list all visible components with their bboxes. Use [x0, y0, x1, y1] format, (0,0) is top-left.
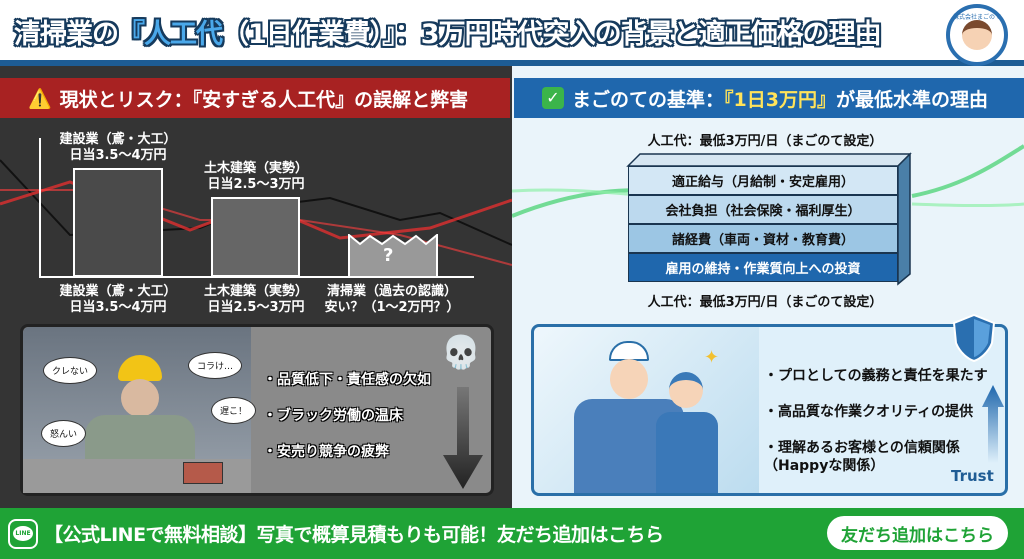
trust-illustration-panel: ✦ ・プロとしての義務と責任を果たす ・高品質な作業クオリティの提供 ・理解ある… — [531, 313, 1008, 496]
stack-label-top: 人工代：最低3万円/日（まごのて設定） — [647, 134, 883, 149]
skull-icon: 💀 — [441, 333, 481, 371]
title-bar: 清掃業の『人工代（1日作業費）』：3万円時代突入の背景と適正価格の理由 — [0, 0, 1024, 60]
speech-bubble: 怒んい — [41, 420, 87, 447]
bar-construction — [73, 168, 163, 277]
risk-bullet: ・品質低下・責任感の欠如 — [263, 372, 431, 388]
toolbox-icon — [183, 462, 223, 484]
up-arrow-icon — [982, 385, 1004, 463]
trust-label: Trust — [951, 467, 994, 485]
risk-illustration-panel: クレない コラけ… 遅こ！ 怒んい ・品質低下・責任感の欠如 ・ブラック労働の温… — [20, 324, 494, 496]
bar-cleaning — [348, 234, 438, 278]
sparkle-icon: ✦ — [704, 347, 720, 368]
check-icon: ✓ — [542, 87, 564, 109]
bar-label-civil: 土木建築（実勢）日当2.5〜3万円 — [203, 284, 308, 315]
right-section-heading: ✓まごのての基準：『1日3万円』が最低水準の理由 — [514, 78, 1024, 118]
risk-bullet: ・ブラック労働の温床 — [263, 408, 403, 424]
footer-text: 【公式LINEで無料相談】写真で概算見積もりも可能！友だち追加はこちら — [44, 524, 664, 546]
company-logo: 株式会社まごのて — [946, 4, 1008, 66]
line-cta-banner[interactable]: LINE 【公式LINEで無料相談】写真で概算見積もりも可能！友だち追加はこちら… — [0, 508, 1024, 559]
helmet-icon — [118, 355, 162, 381]
trust-bullet: （Happyな関係） — [764, 458, 885, 474]
trust-bullet: ・理解あるお客様との信頼関係 — [764, 440, 960, 456]
stack-layer-company-burden: 会社負担（社会保険・福利厚生） — [628, 195, 898, 224]
y-axis — [39, 138, 41, 278]
speech-bubble: クレない — [43, 357, 98, 384]
bar-label-cleaning: 清掃業（過去の認識）安い？（1〜2万円？） — [324, 284, 460, 315]
page-title: 清掃業の『人工代（1日作業費）』：3万円時代突入の背景と適正価格の理由 — [14, 19, 882, 50]
cap-icon — [609, 341, 649, 361]
trust-bullet: ・プロとしての義務と責任を果たす — [764, 368, 988, 384]
left-section-heading: ⚠️現状とリスク：『安すぎる人工代』の誤解と弊害 — [0, 78, 510, 118]
worried-worker-illustration: クレない コラけ… 遅こ！ 怒んい — [23, 327, 257, 493]
down-arrow-icon — [443, 387, 483, 489]
question-mark: ? — [383, 245, 394, 266]
stack-layer-expenses: 諸経費（車両・資材・教育費） — [628, 224, 898, 253]
bar-label-top-civil: 土木建築（実勢）日当2.5〜3万円 — [203, 161, 308, 192]
stack-layer-salary: 適正給与（月給制・安定雇用） — [628, 166, 898, 195]
line-icon: LINE — [8, 518, 38, 549]
stack-3d-frame — [626, 152, 912, 286]
trust-bullet: ・高品質な作業クオリティの提供 — [764, 404, 974, 420]
stack-layer-investment: 雇用の維持・作業質向上への投資 — [628, 253, 898, 282]
staff-illustration: ✦ — [534, 327, 759, 493]
speech-bubble: コラけ… — [188, 352, 243, 379]
mascot-icon — [962, 20, 992, 50]
bar-label-top-construction: 建設業（鳶・大工）日当3.5〜4万円 — [59, 132, 177, 163]
add-friend-button[interactable]: 友だち追加はこちら — [827, 516, 1008, 550]
divider — [0, 60, 1024, 66]
speech-bubble: 遅こ！ — [211, 397, 257, 424]
shield-icon — [952, 313, 996, 363]
x-axis — [39, 276, 474, 278]
bar-label-construction: 建設業（鳶・大工）日当3.5〜4万円 — [59, 284, 177, 315]
warning-icon: ⚠️ — [28, 87, 52, 110]
risk-bullet: ・安売り競争の疲弊 — [263, 444, 389, 460]
bar-civil — [211, 197, 300, 277]
stack-label-bottom: 人工代：最低3万円/日（まごのて設定） — [647, 295, 883, 310]
